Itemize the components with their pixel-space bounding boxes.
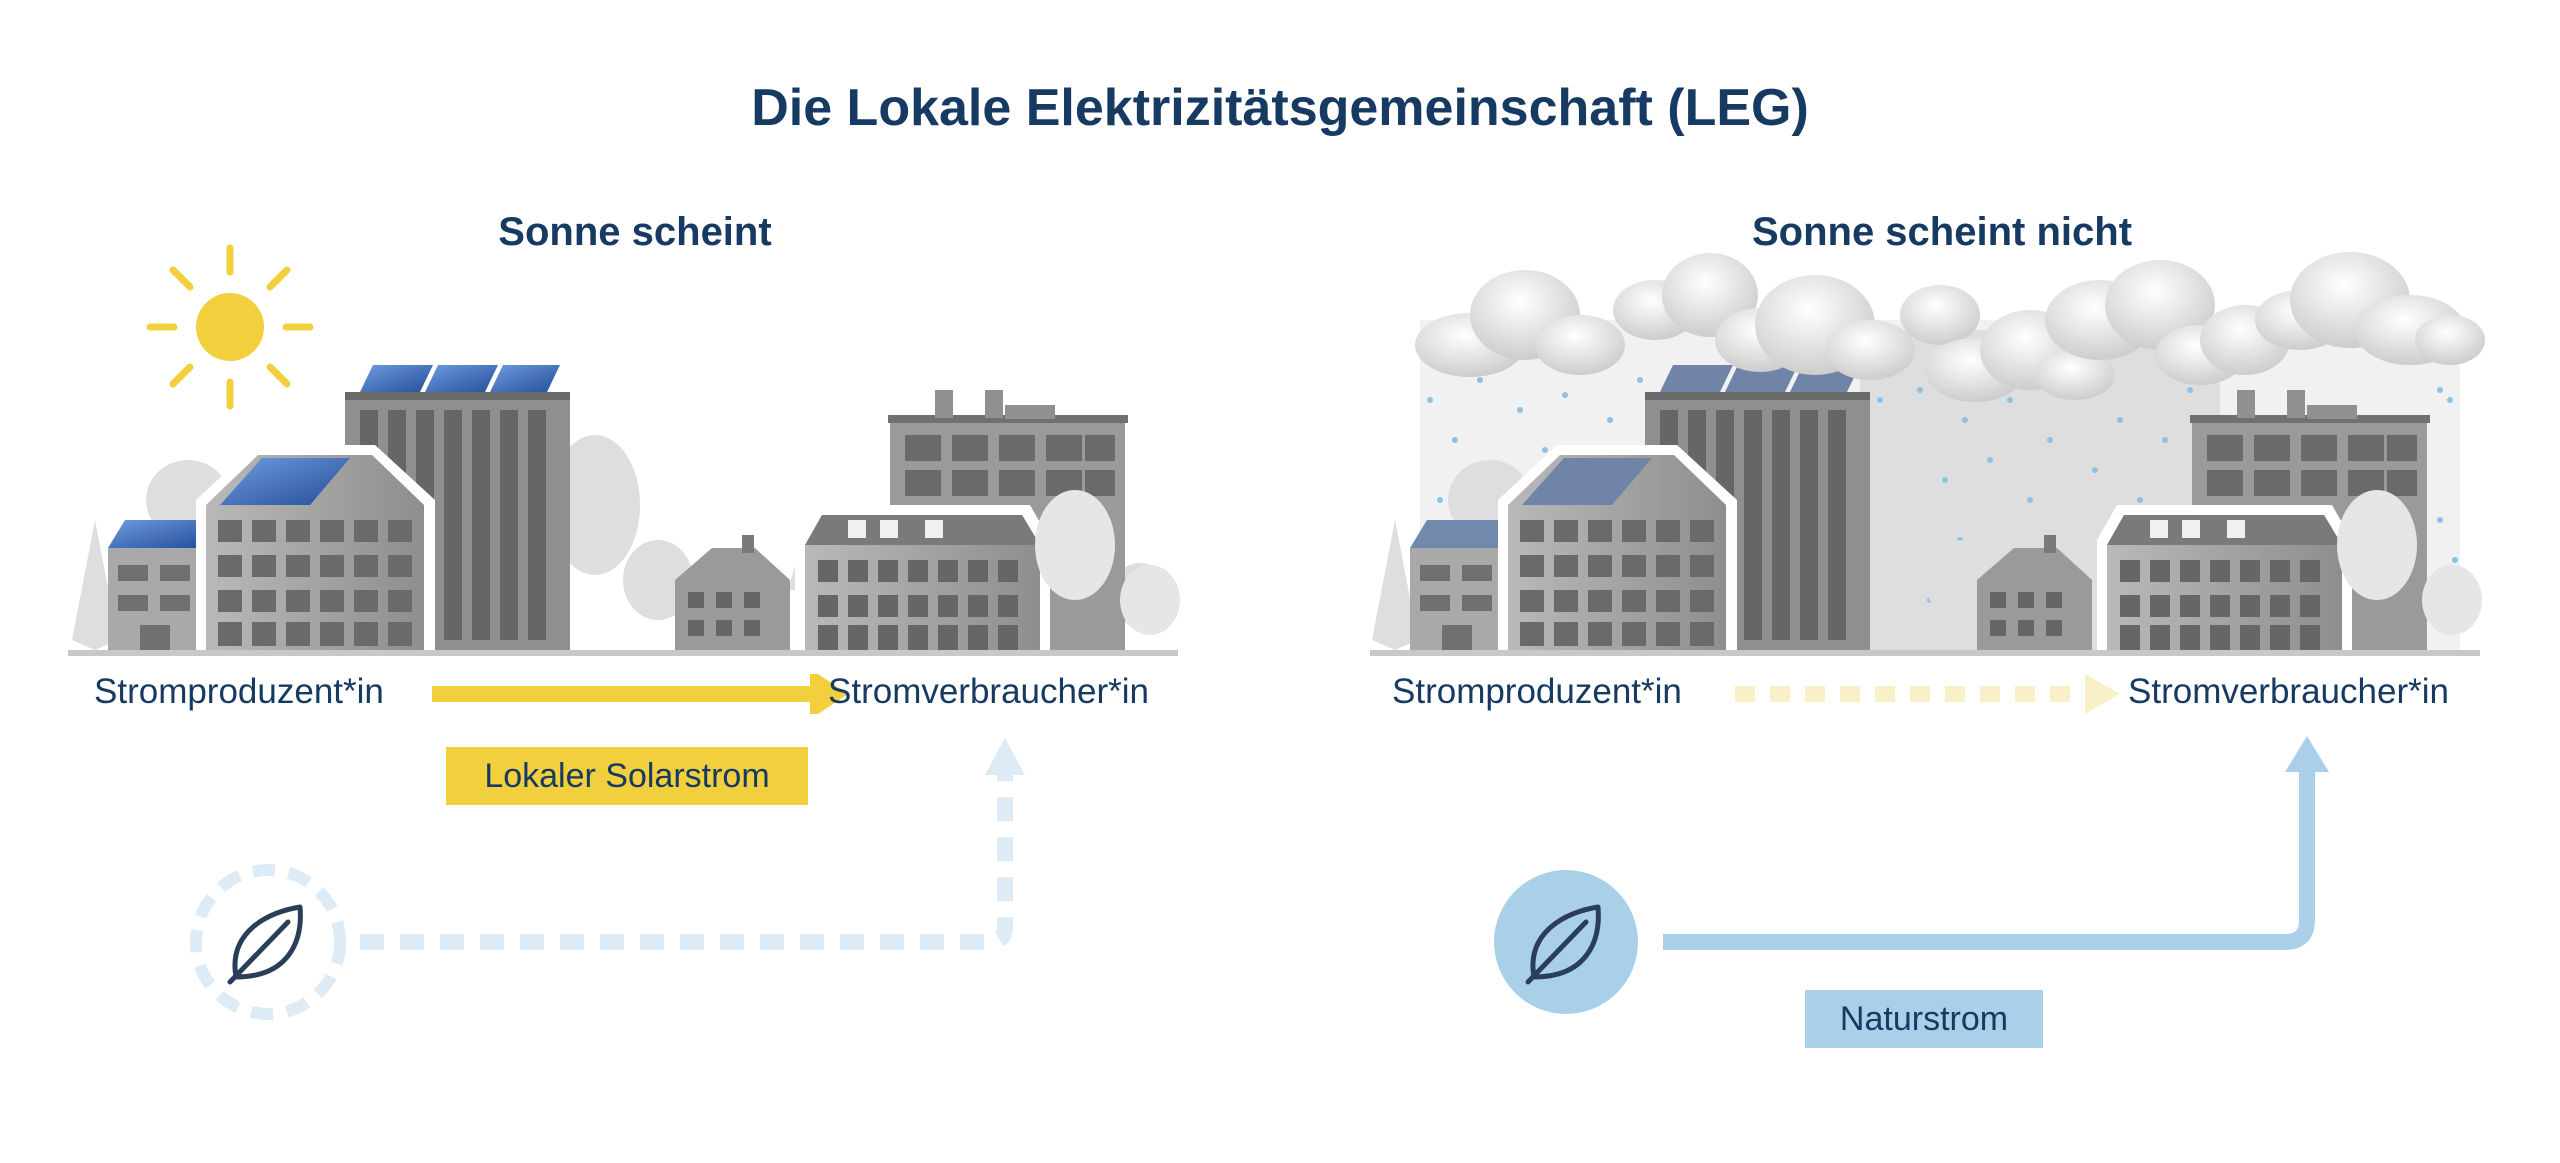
nature-flow-inactive bbox=[190, 738, 1025, 1020]
building-icon bbox=[196, 445, 435, 650]
sunny-scene bbox=[68, 244, 1180, 1020]
cloudy-producer-label: Stromproduzent*in bbox=[1392, 672, 1682, 711]
cloudy-subtitle: Sonne scheint nicht bbox=[1751, 210, 2133, 254]
sun-icon bbox=[146, 244, 314, 410]
solar-flow-inactive bbox=[1735, 674, 2120, 714]
leaf-icon bbox=[227, 904, 303, 985]
cloudy-consumer-label: Stromverbraucher*in bbox=[2128, 672, 2449, 711]
building-icon bbox=[1410, 520, 1506, 650]
cloud-icon bbox=[1415, 252, 2485, 402]
building-icon bbox=[795, 505, 1050, 650]
building-icon bbox=[2097, 505, 2352, 650]
tree-icon bbox=[1035, 490, 1180, 635]
building-icon bbox=[1977, 535, 2092, 650]
building-icon bbox=[108, 520, 204, 650]
solar-flow-label: Lokaler Solarstrom bbox=[446, 747, 808, 805]
solar-panel-icon bbox=[360, 365, 560, 392]
page-title: Die Lokale Elektrizitätsgemeinschaft (LE… bbox=[751, 79, 1809, 137]
sunny-producer-label: Stromproduzent*in bbox=[94, 672, 384, 711]
sunny-consumer-label: Stromverbraucher*in bbox=[828, 672, 1149, 711]
solar-flow-arrow bbox=[432, 674, 848, 714]
cloudy-scene bbox=[1370, 252, 2485, 1014]
nature-flow-label: Naturstrom bbox=[1805, 990, 2043, 1048]
building-icon bbox=[1498, 445, 1737, 650]
building-icon bbox=[675, 535, 790, 650]
tree-icon bbox=[2337, 490, 2482, 635]
leaf-icon bbox=[1525, 904, 1601, 985]
nature-flow-arrow bbox=[1494, 736, 2329, 1014]
sunny-subtitle: Sonne scheint bbox=[498, 210, 772, 254]
